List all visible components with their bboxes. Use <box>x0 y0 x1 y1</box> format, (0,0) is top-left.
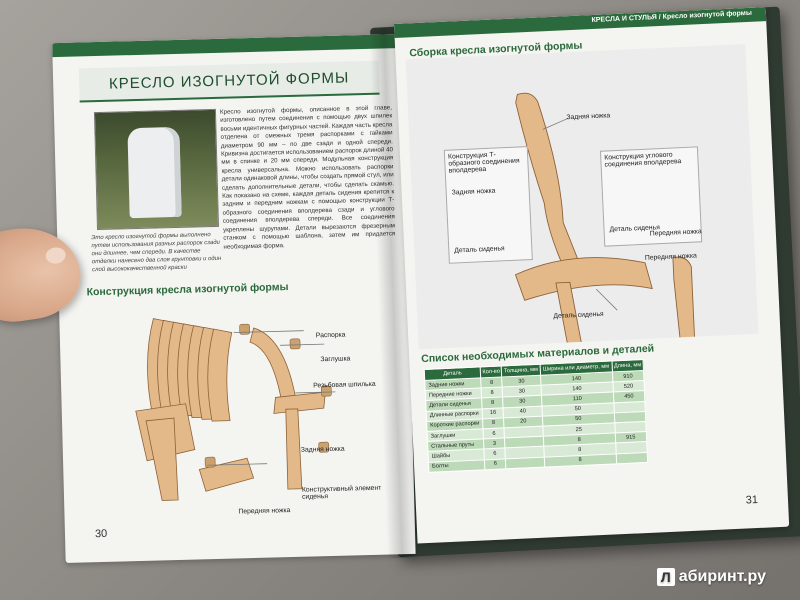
labirint-watermark: Л абиринт.ру <box>656 568 766 586</box>
construction-section-title: Конструкция кресла изогнутой формы <box>86 281 289 299</box>
construction-diagram: Распорка Заглушка Резьбовая шпилька Задн… <box>83 295 389 523</box>
left-page-number: 30 <box>94 527 108 541</box>
right-page: КРЕСЛА И СТУЛЬЯ / Кресло изогнутой формы… <box>394 7 790 544</box>
materials-table: Деталь Кол-во Толщина, мм Ширина или диа… <box>424 359 648 473</box>
watermark-logo-letter: Л <box>656 568 675 586</box>
table-cell: 6 <box>484 458 507 470</box>
label-zaglushka: Заглушка <box>320 355 351 364</box>
label-perednyaya: Передняя ножка <box>238 507 291 516</box>
chair-photo <box>93 108 219 231</box>
left-page-title: Кресло изогнутой формы <box>78 60 380 103</box>
chair-exploded-svg <box>135 318 336 501</box>
label-t-joint: Конструкция Т-образного соединения вполд… <box>447 151 520 175</box>
photo-caption: Это кресло изогнутой формы выполнено пут… <box>91 232 222 274</box>
table-cell <box>505 456 545 469</box>
watermark-text: абиринт.ру <box>678 568 766 585</box>
body-text: Кресло изогнутой формы, описанное в этой… <box>219 104 396 251</box>
table-cell: Болты <box>428 459 486 473</box>
table-cell: 8 <box>544 453 617 467</box>
label-rasporka: Распорка <box>315 331 346 340</box>
left-page: Кресло изогнутой формы Кресло изогнутой … <box>52 34 416 563</box>
assembly-diagram: Задняя ножка Конструкция Т-образного сое… <box>405 44 759 353</box>
label-zadnyaya: Задняя ножка <box>300 445 345 454</box>
table-cell <box>615 451 648 464</box>
right-page-number: 31 <box>745 493 759 507</box>
label-element-sidenya: Конструктивный элемент сиденья <box>301 484 382 501</box>
thumbnail <box>44 246 67 265</box>
white-chair-image <box>127 126 182 219</box>
